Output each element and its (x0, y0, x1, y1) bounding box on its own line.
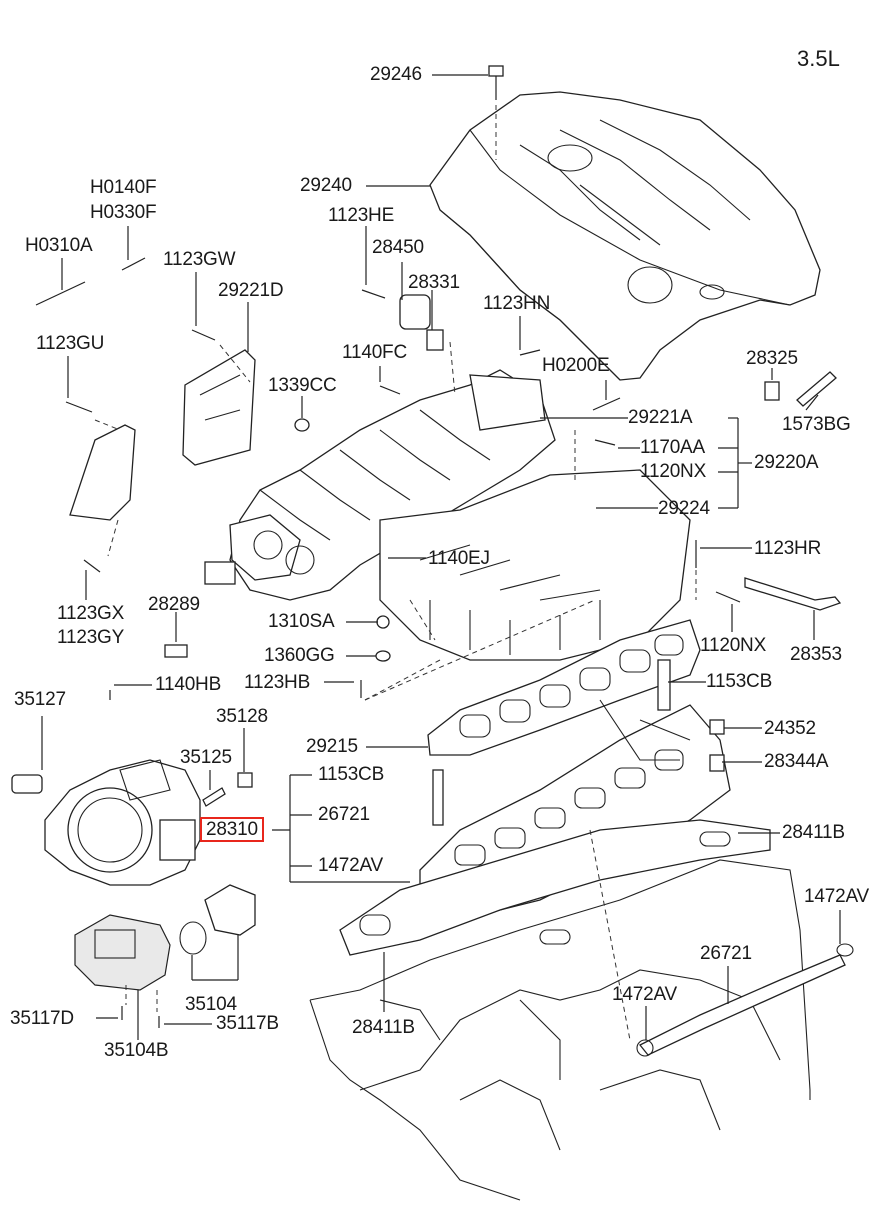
part-label-35117B: 35117B (216, 1013, 279, 1034)
part-label-1153CB-right: 1153CB (706, 671, 773, 692)
bolts-drawing (65, 65, 741, 1028)
part-label-1153CB-left: 1153CB (318, 764, 385, 785)
small-parts-drawing (11, 257, 837, 826)
part-label-1123GW: 1123GW (163, 249, 236, 270)
sensor-35104-drawing (179, 884, 256, 955)
part-label-28450: 28450 (372, 237, 424, 258)
part-label-29246: 29246 (370, 64, 422, 85)
part-label-28353: 28353 (790, 644, 842, 665)
part-label-28411B-right: 28411B (782, 822, 845, 843)
part-label-28310-highlighted[interactable]: 28310 (200, 817, 264, 842)
part-label-35125: 35125 (180, 747, 232, 768)
part-label-1120NX-lower: 1120NX (700, 635, 767, 656)
part-label-35128: 35128 (216, 706, 268, 727)
part-label-28344A: 28344A (764, 751, 829, 772)
part-label-29224: 29224 (658, 498, 710, 519)
engine-displacement: 3.5L (797, 46, 840, 71)
part-label-28331: 28331 (408, 272, 460, 293)
part-label-29221A: 29221A (628, 407, 693, 428)
part-label-1140EJ: 1140EJ (428, 548, 490, 569)
part-label-1339CC: 1339CC (268, 375, 337, 396)
leader-lines (41, 74, 841, 1040)
part-label-29240: 29240 (300, 175, 352, 196)
part-label-1170AA: 1170AA (640, 437, 706, 458)
bracket-1123GU-drawing (69, 424, 136, 521)
bracket-29221D-drawing (182, 349, 256, 466)
intake-plenum-drawing (204, 369, 691, 661)
part-label-1123HB: 1123HB (244, 672, 311, 693)
hose-28353-drawing (744, 577, 842, 611)
part-label-1140FC: 1140FC (342, 342, 407, 363)
part-label-1123HN: 1123HN (483, 293, 551, 314)
part-label-28325: 28325 (746, 348, 798, 369)
part-label-35117D: 35117D (10, 1008, 74, 1029)
part-label-1123HR: 1123HR (754, 538, 822, 559)
part-label-1123GY: 1123GY (57, 627, 125, 648)
throttle-body-drawing (44, 759, 201, 886)
part-label-1360GG: 1360GG (264, 645, 335, 666)
part-label-26721-lower: 26721 (700, 943, 752, 964)
part-label-H0310A: H0310A (25, 235, 93, 256)
part-label-1120NX-upper: 1120NX (640, 461, 707, 482)
part-label-1123GX: 1123GX (57, 603, 125, 624)
engine-cover-drawing (429, 91, 821, 381)
part-label-29215: 29215 (306, 736, 358, 757)
engine-block-drawing (309, 859, 811, 1201)
dashed-reference-lines (94, 105, 697, 1041)
part-label-1123HE: 1123HE (328, 205, 395, 226)
part-label-35104: 35104 (185, 994, 237, 1015)
part-label-35104B: 35104B (104, 1040, 169, 1061)
part-label-35127: 35127 (14, 689, 66, 710)
part-label-28289: 28289 (148, 594, 200, 615)
part-label-1472AV-right: 1472AV (804, 886, 870, 907)
gasket-28411B-drawing (339, 819, 771, 956)
part-label-26721-upper: 26721 (318, 804, 370, 825)
hose-26721-drawing (636, 943, 854, 1057)
part-label-1472AV-lower: 1472AV (612, 984, 678, 1005)
part-label-H0330F: H0330F (90, 202, 157, 223)
part-label-1310SA: 1310SA (268, 611, 335, 632)
part-label-H0140F: H0140F (90, 177, 157, 198)
part-label-1123GU: 1123GU (36, 333, 105, 354)
part-label-H0200E: H0200E (542, 355, 610, 376)
part-label-29220A: 29220A (754, 452, 819, 473)
tps-35104B-drawing (74, 914, 171, 991)
part-label-1140HB: 1140HB (155, 674, 222, 695)
gasket-29215-drawing (427, 619, 701, 756)
part-label-28411B-lower: 28411B (352, 1017, 415, 1038)
part-label-1472AV-upper: 1472AV (318, 855, 384, 876)
part-label-1573BG: 1573BG (782, 414, 851, 435)
part-label-24352: 24352 (764, 718, 816, 739)
part-label-29221D: 29221D (218, 280, 284, 301)
